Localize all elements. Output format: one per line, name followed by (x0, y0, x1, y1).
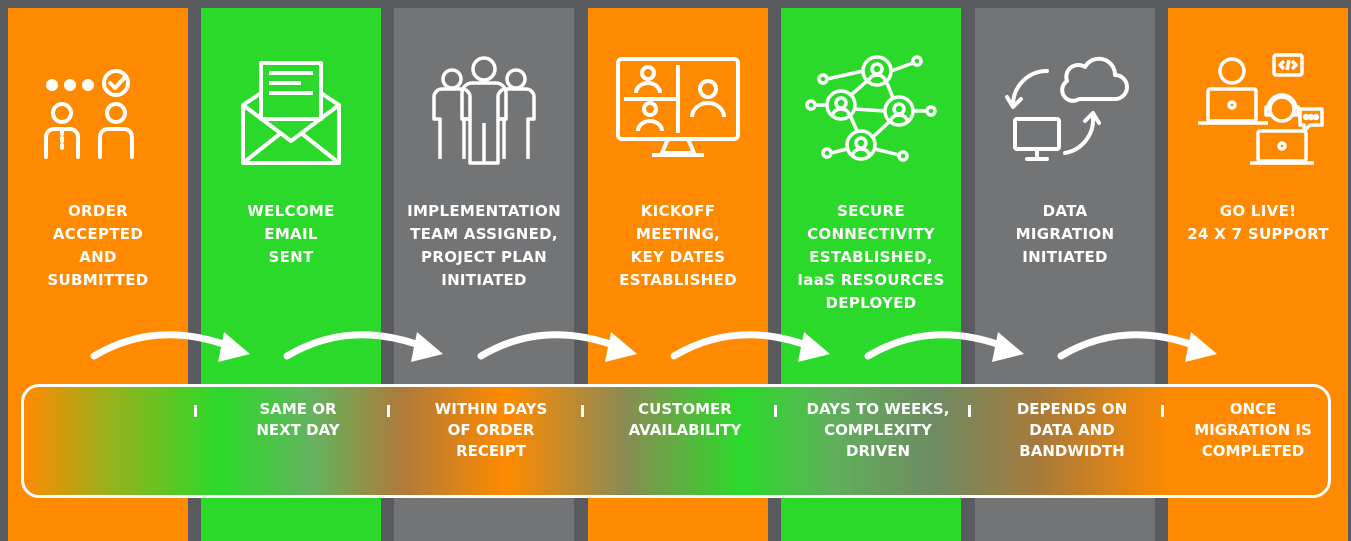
stage-label: IMPLEMENTATION TEAM ASSIGNED, PROJECT PL… (407, 202, 561, 289)
team-group-icon (394, 44, 574, 174)
stage-label: ORDER ACCEPTED AND SUBMITTED (47, 202, 149, 289)
timeline-tick (387, 405, 390, 417)
timeline-label: DAYS TO WEEKS, COMPLEXITY DRIVEN (806, 400, 950, 460)
timeline-label: WITHIN DAYS OF ORDER RECEIPT (434, 400, 548, 460)
envelope-email-icon (201, 44, 381, 174)
timeline-bar: SAME OR NEXT DAY WITHIN DAYS OF ORDER RE… (21, 384, 1331, 498)
arrow-icon (90, 331, 250, 362)
timeline-tick (1161, 405, 1164, 417)
support-agents-icon (1168, 44, 1348, 174)
timeline-tick (581, 405, 584, 417)
timeline-label: SAME OR NEXT DAY (256, 400, 340, 439)
stage-label: DATA MIGRATION INITIATED (1015, 202, 1115, 266)
arrow-icon (283, 331, 443, 362)
network-connectivity-icon (781, 44, 961, 174)
timeline-label: ONCE MIGRATION IS COMPLETED (1194, 400, 1312, 460)
cloud-migration-icon (975, 44, 1155, 174)
arrow-icon (864, 331, 1024, 362)
timeline-label: DEPENDS ON DATA AND BANDWIDTH (1016, 400, 1128, 460)
arrow-icon (1057, 331, 1217, 362)
video-conference-icon (588, 44, 768, 174)
arrow-icon (477, 331, 637, 362)
timeline-tick (774, 405, 777, 417)
arrow-icon (670, 331, 830, 362)
people-checkmark-icon (8, 44, 188, 174)
timeline-tick (194, 405, 197, 417)
stage-label: GO LIVE! 24 X 7 SUPPORT (1187, 202, 1329, 243)
stage-label: SECURE CONNECTIVITY ESTABLISHED, IaaS RE… (797, 202, 945, 312)
stage-label: WELCOME EMAIL SENT (247, 202, 335, 266)
stage-label: KICKOFF MEETING, KEY DATES ESTABLISHED (619, 202, 737, 289)
timeline-tick (968, 405, 971, 417)
timeline-label: CUSTOMER AVAILABILITY (628, 400, 742, 439)
